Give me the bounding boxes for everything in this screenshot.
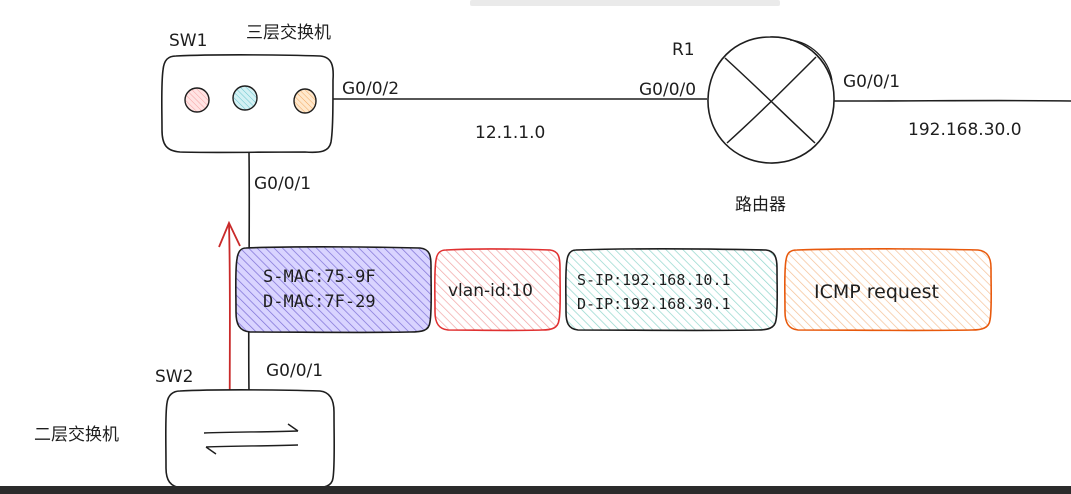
sw1-indicator-3 — [293, 88, 317, 114]
packet-direction-arrowhead — [218, 220, 241, 248]
vlan-tag-box[interactable] — [433, 248, 562, 332]
sw2-name: SW2 — [155, 367, 193, 387]
link-sw1-r1 — [330, 97, 708, 101]
sw1-port-g001: G0/0/1 — [254, 174, 311, 194]
sw2-arrow-left-icon — [205, 444, 299, 455]
ip-destination: D-IP:192.168.30.1 — [577, 295, 731, 313]
clipped-title-area — [470, 0, 780, 6]
r1-cross-line-2 — [726, 56, 817, 144]
sw1-indicator-2 — [232, 85, 258, 111]
sw2-device[interactable] — [164, 389, 336, 490]
icmp-payload-box[interactable] — [783, 248, 993, 332]
r1-sketch-stroke — [789, 39, 833, 81]
r1-type-label: 路由器 — [735, 195, 786, 215]
mac-source: S-MAC:75-9F — [263, 267, 376, 287]
sw2-port-g001: G0/0/1 — [266, 361, 323, 381]
sw1-indicator-1 — [184, 87, 210, 113]
r1-port-g001: G0/0/1 — [843, 72, 900, 92]
ip-header-box[interactable] — [564, 248, 779, 332]
vlan-id-text: vlan-id:10 — [448, 281, 533, 301]
sw1-type-label: 三层交换机 — [246, 23, 331, 43]
ip-source: S-IP:192.168.10.1 — [577, 271, 731, 289]
r1-right-network: 192.168.30.0 — [908, 120, 1022, 140]
icmp-text: ICMP request — [814, 281, 939, 303]
mac-header-box[interactable] — [234, 246, 433, 334]
mac-destination: D-MAC:7F-29 — [263, 292, 376, 312]
r1-port-g000: G0/0/0 — [639, 80, 696, 100]
sw1-name: SW1 — [169, 31, 207, 51]
bottom-toolbar-edge — [0, 486, 1071, 494]
r1-cross-line-1 — [724, 57, 816, 144]
sw2-type-label: 二层交换机 — [34, 425, 119, 445]
link-network-label: 12.1.1.0 — [475, 123, 545, 143]
sw1-port-g002: G0/0/2 — [342, 79, 399, 99]
r1-device[interactable] — [707, 36, 835, 164]
r1-name: R1 — [672, 40, 695, 60]
sw2-arrow-right-icon — [203, 423, 299, 434]
